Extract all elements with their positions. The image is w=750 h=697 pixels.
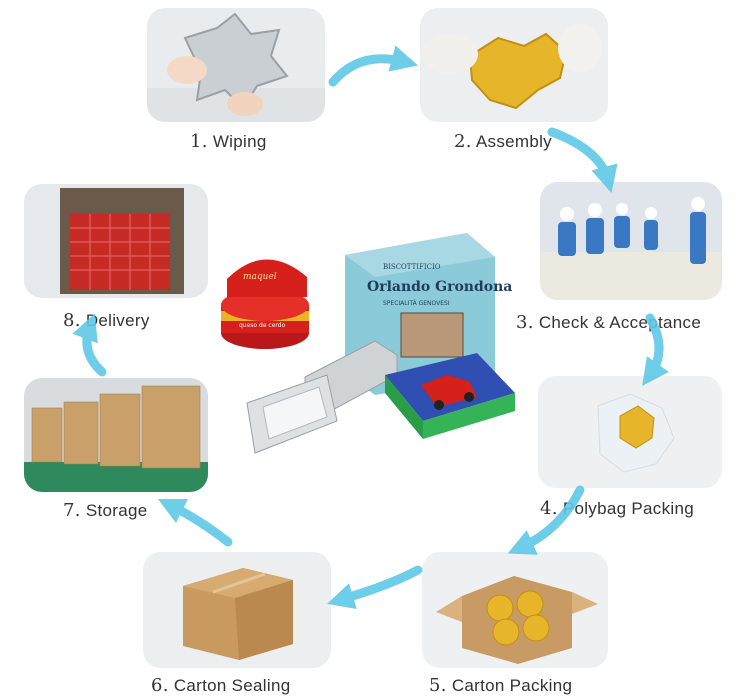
step-8-photo <box>24 184 208 298</box>
arrow-step7-step8 <box>72 313 107 377</box>
step-5-photo <box>422 552 608 668</box>
arrow-step1-step2 <box>328 45 419 87</box>
red-round-tin: maquel queso de cerdo <box>221 259 309 349</box>
step-1-photo <box>147 8 325 122</box>
step-5-label: 5. Carton Packing <box>429 675 573 696</box>
silver-window-tin <box>246 340 398 454</box>
step-3-label: 3. Check & Acceptance <box>516 312 702 333</box>
tin-brand-top: BISCOTTIFICIO <box>383 263 441 271</box>
step-7-label: 7. Storage <box>63 500 148 521</box>
step-4-label: 4. Polybag Packing <box>540 498 694 519</box>
step-2-photo <box>420 8 608 122</box>
tin-brand: Orlando Grondona <box>367 279 512 295</box>
arrow-step6-step7 <box>157 498 233 547</box>
arrow-step4-step5 <box>507 485 585 555</box>
step-2-label: 2. Assembly <box>454 131 552 152</box>
arrow-step2-step3 <box>547 127 618 194</box>
step-3-photo <box>540 182 722 300</box>
round-tin-sub: queso de cerdo <box>239 322 286 329</box>
arrow-step3-step4 <box>642 313 669 386</box>
step-6-label: 6. Carton Sealing <box>151 675 291 696</box>
step-7-photo <box>24 378 208 492</box>
step-6-photo <box>143 552 331 668</box>
round-tin-text: maquel <box>243 272 277 282</box>
tin-sub: SPECIALITÀ GENOVESI <box>383 300 450 307</box>
step-4-photo <box>538 376 722 488</box>
center-products-image: BISCOTTIFICIO Orlando Grondona SPECIALIT… <box>221 233 515 454</box>
blue-green-tin <box>385 353 515 439</box>
arrow-step5-step6 <box>327 565 423 610</box>
step-1-label: 1. Wiping <box>190 131 267 152</box>
